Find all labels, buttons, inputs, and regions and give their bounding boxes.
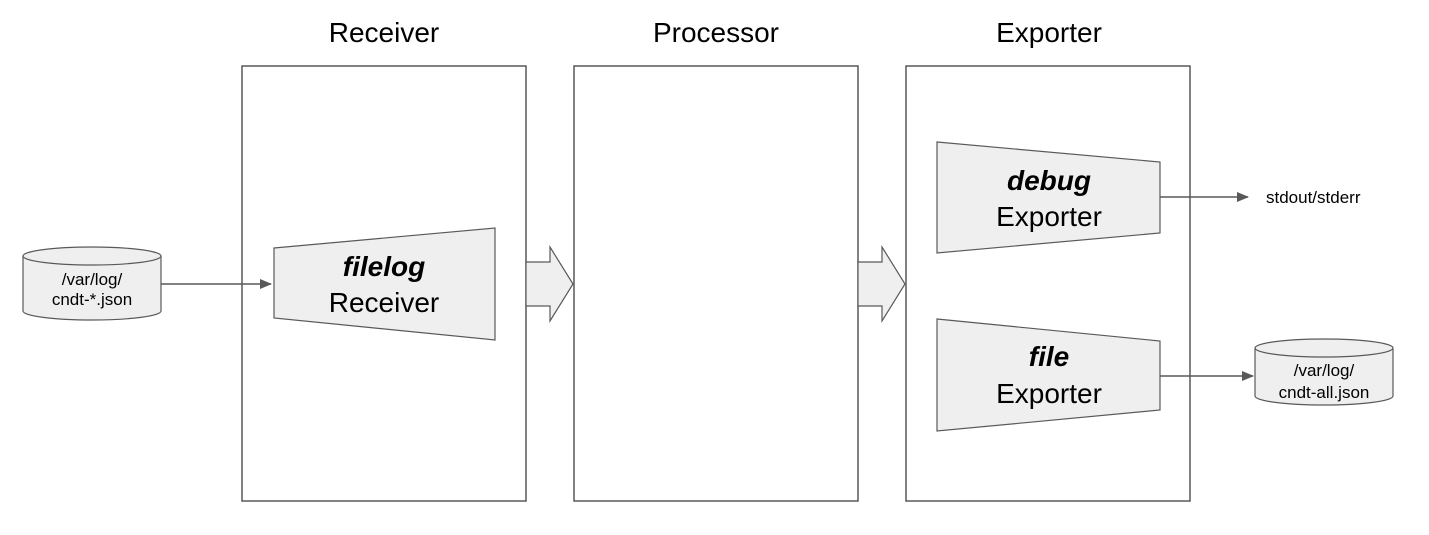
- exporter-column-title: Exporter: [996, 17, 1102, 48]
- processor-column-box: [573, 65, 859, 502]
- source-path-line2: cndt-*.json: [52, 290, 132, 309]
- filelog-receiver-block: filelog Receiver: [273, 227, 496, 341]
- processor-to-exporter-arrow: [857, 244, 906, 324]
- receiver-column-title: Receiver: [329, 17, 439, 48]
- stdout-label: stdout/stderr: [1266, 188, 1361, 207]
- source-path-line1: /var/log/: [62, 270, 123, 289]
- debug-kind: Exporter: [996, 201, 1102, 232]
- filelog-kind: Receiver: [329, 287, 439, 318]
- source-log-files-cylinder: /var/log/ cndt-*.json: [22, 246, 162, 321]
- debug-exporter-block: debug Exporter: [936, 141, 1161, 254]
- file-kind: Exporter: [996, 378, 1102, 409]
- file-exporter-block: file Exporter: [936, 318, 1161, 432]
- file-name: file: [1029, 341, 1069, 372]
- debug-name: debug: [1007, 165, 1091, 196]
- filelog-name: filelog: [343, 251, 425, 282]
- processor-column-title: Processor: [653, 17, 779, 48]
- exporter-column-box: [905, 65, 1191, 502]
- dest-path-line2: cndt-all.json: [1279, 383, 1370, 402]
- receiver-to-processor-arrow: [525, 244, 574, 324]
- dest-path-line1: /var/log/: [1294, 361, 1355, 380]
- dest-log-file-cylinder: /var/log/ cndt-all.json: [1254, 338, 1394, 406]
